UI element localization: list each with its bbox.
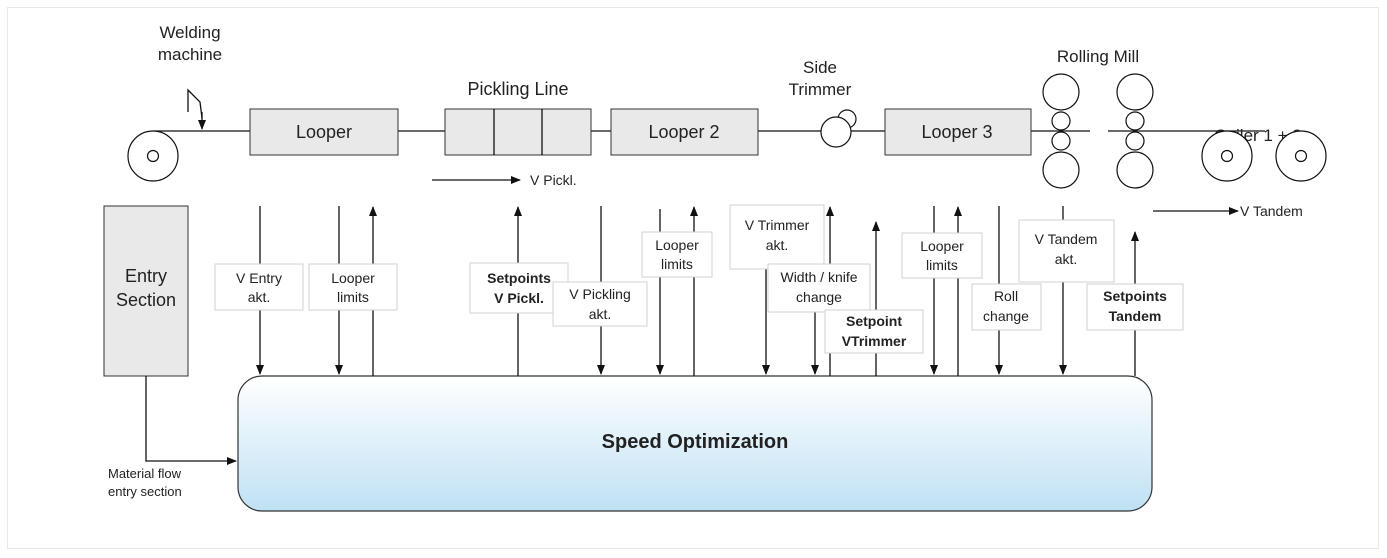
v-pickl-direction: V Pickl. xyxy=(432,172,577,188)
svg-text:Looper 3: Looper 3 xyxy=(921,122,992,142)
svg-text:machine: machine xyxy=(158,45,222,64)
svg-text:V Pickling: V Pickling xyxy=(569,286,630,302)
entry-section: Entry Section xyxy=(103,205,189,377)
svg-text:Looper: Looper xyxy=(331,270,375,286)
svg-text:Looper: Looper xyxy=(920,238,964,254)
svg-text:entry section: entry section xyxy=(108,484,182,499)
welding-machine: Welding machine xyxy=(158,23,222,130)
svg-text:change: change xyxy=(796,289,842,305)
svg-text:Entry: Entry xyxy=(125,266,167,286)
signal-looper-limits-3: Looper limits xyxy=(901,232,983,279)
svg-text:change: change xyxy=(983,308,1029,324)
svg-text:limits: limits xyxy=(337,289,369,305)
svg-text:Material flow: Material flow xyxy=(108,466,182,481)
signal-v-trimmer: V Trimmer akt. xyxy=(729,204,825,270)
rolling-mill: Rolling Mill xyxy=(1042,47,1154,189)
side-trimmer: Side Trimmer xyxy=(789,58,857,148)
svg-text:V Tandem: V Tandem xyxy=(1035,231,1098,247)
svg-text:Width / knife: Width / knife xyxy=(780,269,857,285)
signal-width-knife: Width / knife change xyxy=(767,263,871,313)
svg-text:V Entry: V Entry xyxy=(236,270,282,286)
signal-looper-limits-2: Looper limits xyxy=(641,231,713,278)
pickling-line: Pickling Line xyxy=(444,79,592,156)
svg-text:Welding: Welding xyxy=(159,23,220,42)
diagram-frame xyxy=(7,7,1379,549)
svg-text:Setpoints: Setpoints xyxy=(1103,288,1167,304)
svg-text:limits: limits xyxy=(661,256,693,272)
svg-text:Roll: Roll xyxy=(994,288,1018,304)
svg-text:Setpoints: Setpoints xyxy=(487,270,551,286)
signal-v-tandem-akt: V Tandem akt. xyxy=(1018,219,1115,283)
svg-text:Trimmer: Trimmer xyxy=(789,80,852,99)
svg-text:akt.: akt. xyxy=(766,237,789,253)
lightning-icon xyxy=(187,88,203,119)
svg-text:Setpoint: Setpoint xyxy=(846,313,902,329)
looper-2: Looper 2 xyxy=(610,108,759,156)
svg-text:Pickling Line: Pickling Line xyxy=(467,79,568,99)
signal-looper-limits-1: Looper limits xyxy=(308,263,398,311)
signal-setpoints-pickl: Setpoints V Pickl. xyxy=(469,262,569,314)
svg-text:V Tandem: V Tandem xyxy=(1240,203,1303,219)
speed-optimization-block: Speed Optimization xyxy=(237,375,1153,512)
svg-text:akt.: akt. xyxy=(589,306,612,322)
signal-setpoint-vtrimmer: Setpoint VTrimmer xyxy=(824,309,924,354)
coilers: Coiler 1 + 2 xyxy=(1201,126,1327,182)
svg-text:Looper: Looper xyxy=(655,237,699,253)
svg-text:V Trimmer: V Trimmer xyxy=(745,217,810,233)
svg-text:Looper 2: Looper 2 xyxy=(648,122,719,142)
uncoiler xyxy=(127,130,179,182)
svg-text:V Pickl.: V Pickl. xyxy=(530,172,577,188)
svg-text:akt.: akt. xyxy=(248,289,271,305)
svg-text:V Pickl.: V Pickl. xyxy=(494,290,544,306)
svg-text:akt.: akt. xyxy=(1055,251,1078,267)
signal-v-entry: V Entry akt. xyxy=(214,263,304,311)
svg-text:VTrimmer: VTrimmer xyxy=(842,333,907,349)
svg-text:Speed Optimization: Speed Optimization xyxy=(602,431,789,453)
looper-3: Looper 3 xyxy=(884,108,1032,156)
signal-setpoints-tandem: Setpoints Tandem xyxy=(1086,283,1184,331)
svg-text:Section: Section xyxy=(116,290,176,310)
svg-text:Side: Side xyxy=(803,58,837,77)
looper-1: Looper xyxy=(249,108,399,156)
material-flow-connector: Material flow entry section xyxy=(108,376,237,499)
v-tandem-direction: V Tandem xyxy=(1153,203,1303,219)
svg-text:limits: limits xyxy=(926,257,958,273)
svg-text:Looper: Looper xyxy=(296,122,352,142)
signal-v-pickling: V Pickling akt. xyxy=(552,281,648,327)
svg-text:Tandem: Tandem xyxy=(1109,308,1162,324)
signal-roll-change: Roll change xyxy=(971,283,1042,331)
svg-text:Rolling Mill: Rolling Mill xyxy=(1057,47,1139,66)
